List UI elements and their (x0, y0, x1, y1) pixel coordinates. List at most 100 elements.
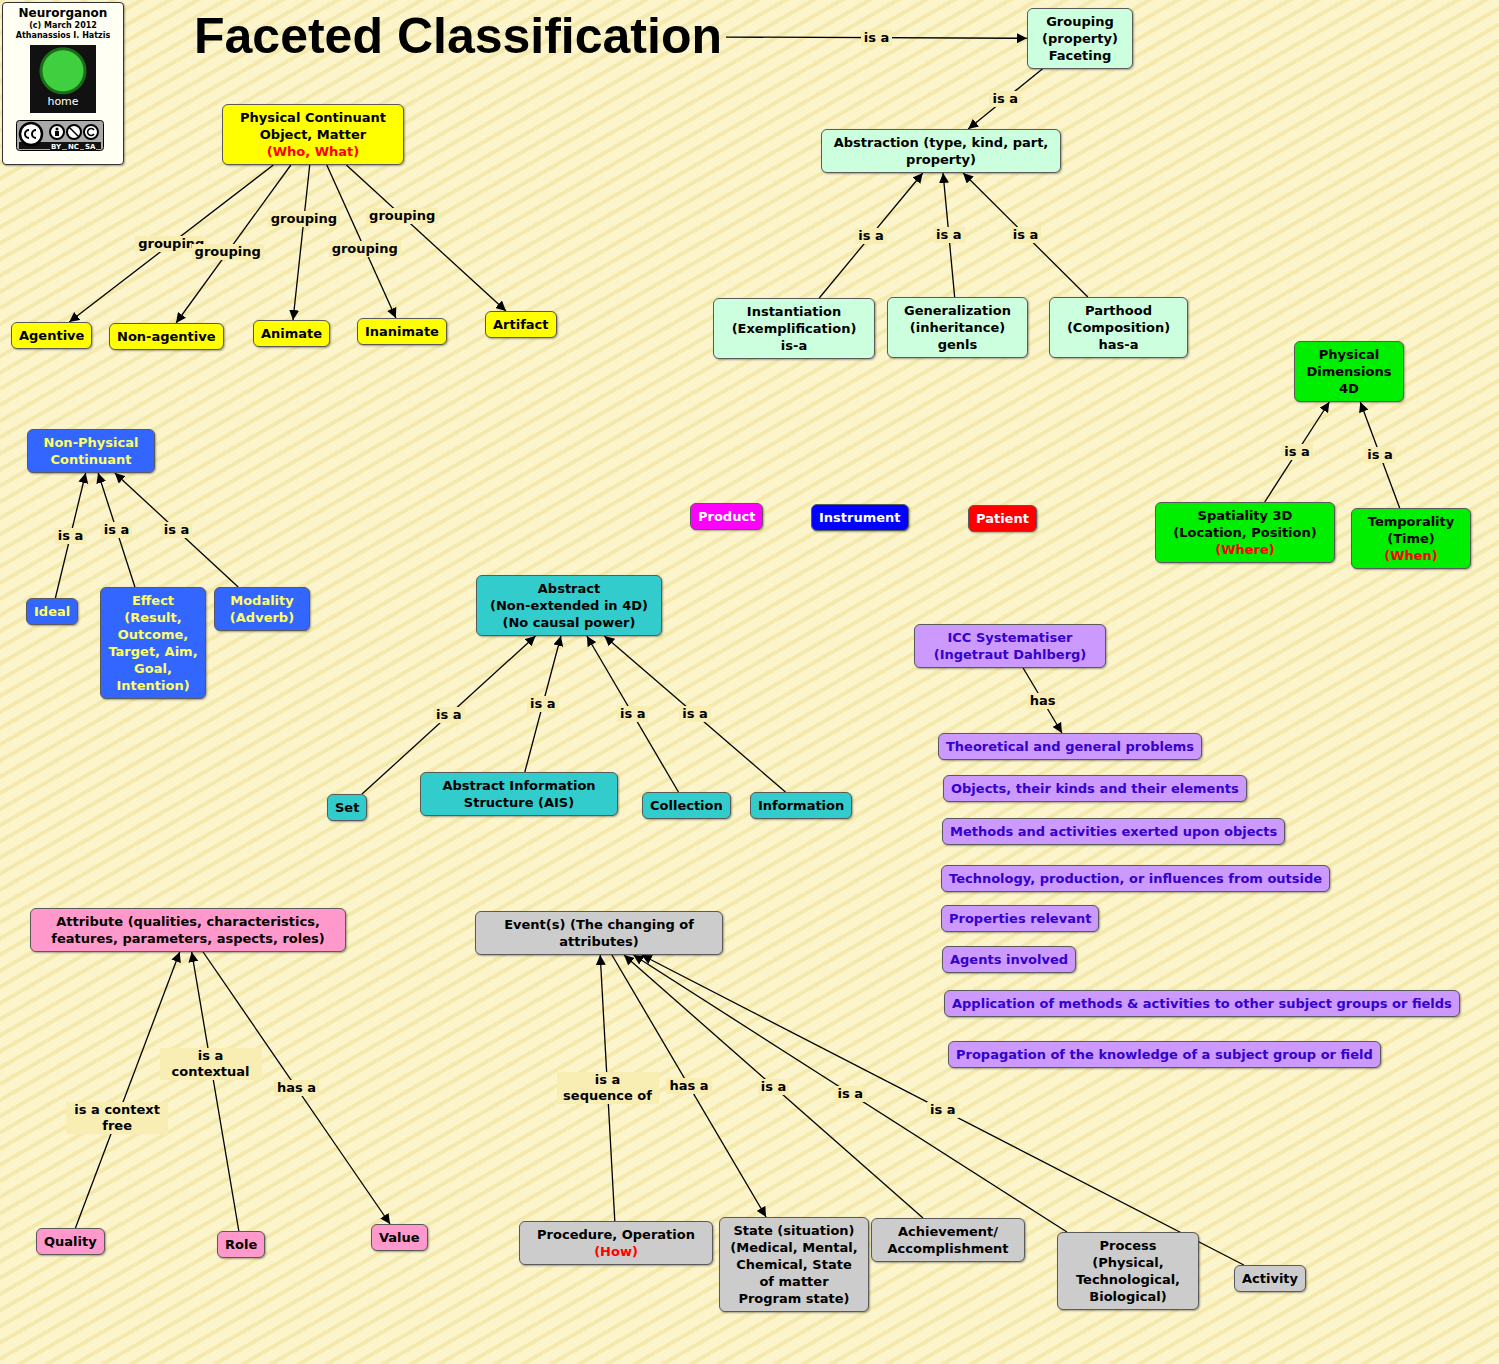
nonphysical-box: Effect (Result, Outcome, Target, Aim, Go… (100, 587, 206, 699)
facet-box: Properties relevant (941, 905, 1099, 932)
edge-label: is a (101, 522, 133, 538)
edge-label: is a (861, 30, 893, 46)
node-text: Artifact (493, 316, 549, 333)
facet-box: Technology, production, or influences fr… (941, 865, 1330, 892)
node-text: Effect (Result, Outcome, Target, Aim, Go… (108, 592, 198, 694)
attribute-box: Role (217, 1231, 265, 1258)
connector-arrow (525, 636, 561, 772)
edge-label: is a (527, 696, 559, 712)
node-text: Temporality (Time) (1359, 513, 1463, 547)
node-text: Procedure, Operation (527, 1226, 705, 1243)
node-text: Collection (650, 797, 723, 814)
connector-arrow (293, 165, 310, 320)
abstract-box: Collection (642, 792, 731, 819)
facet-box: Objects, their kinds and their elements (943, 775, 1247, 802)
node-text: Propagation of the knowledge of a subjec… (956, 1046, 1373, 1063)
node-text: Instantiation (Exemplification) is-a (721, 303, 867, 354)
node-text: Abstraction (type, kind, part, property) (829, 134, 1053, 168)
cc-mark (25, 130, 36, 138)
event-box: Activity (1234, 1265, 1306, 1292)
edge-label: has a (666, 1078, 711, 1094)
abstraction-box: Parthood (Composition) has-a (1049, 297, 1188, 358)
connector-arrow (968, 69, 1042, 129)
connector-arrow (115, 473, 238, 587)
edge-label: is a (855, 228, 887, 244)
facet-box: Theoretical and general problems (938, 733, 1202, 760)
connector-arrow (203, 952, 390, 1224)
attribute-box: Attribute (qualities, characteristics, f… (30, 908, 346, 952)
facet-box: ICC Systematiser (Ingetraut Dahlberg) (914, 624, 1106, 668)
node-text: Quality (44, 1233, 97, 1250)
node-text: Value (379, 1229, 420, 1246)
edge-label: is a context free (66, 1102, 168, 1134)
node-text: Physical Continuant Object, Matter (230, 109, 396, 143)
title-heading: Faceted Classification (190, 6, 726, 66)
connector-arrow (633, 955, 1067, 1232)
node-text: Application of methods & activities to o… (952, 995, 1452, 1012)
node-text: Theoretical and general problems (946, 738, 1194, 755)
node-text: Event(s) (The changing of attributes) (483, 916, 715, 950)
node-text: Methods and activities exerted upon obje… (950, 823, 1277, 840)
node-text: Modality (Adverb) (222, 592, 302, 626)
license-tag: BY (50, 143, 62, 151)
edge-label: is a sequence of (557, 1072, 659, 1104)
node-text: Parthood (Composition) has-a (1057, 302, 1180, 353)
role-box: Product (690, 503, 763, 530)
node-text: Ideal (34, 603, 70, 620)
node-text: Objects, their kinds and their elements (951, 780, 1239, 797)
edge-label: is a (1281, 444, 1313, 460)
node-text: Inanimate (365, 323, 439, 340)
node-text: Achievement/ Accomplishment (879, 1223, 1017, 1257)
node-subtitle: (How) (527, 1243, 705, 1260)
connector-arrow (819, 173, 923, 298)
node-subtitle: (When) (1359, 547, 1463, 564)
abstraction-box: Instantiation (Exemplification) is-a (713, 298, 875, 359)
event-box: Process (Physical, Technological, Biolog… (1057, 1232, 1199, 1310)
edge-label: is a (161, 522, 193, 538)
event-box: Procedure, Operation(How) (519, 1221, 713, 1265)
node-text: Athanassios I. Hatzis (7, 31, 119, 41)
connector-arrow (362, 636, 535, 794)
node-text: Instrument (819, 509, 901, 526)
node-text: Non-Physical Continuant (35, 434, 147, 468)
by-icon (50, 125, 64, 139)
attribute-box: Quality (36, 1228, 105, 1255)
edge-label: is a (1364, 447, 1396, 463)
nonphysical-box: Non-Physical Continuant (27, 429, 155, 473)
connector-arrow (1023, 668, 1062, 733)
node-text: Information (758, 797, 844, 814)
event-box: State (situation) (Medical, Mental, Chem… (719, 1217, 869, 1312)
edge-label: is a (679, 706, 711, 722)
facet-box: Propagation of the knowledge of a subjec… (948, 1041, 1381, 1068)
badge-frame (17, 121, 104, 151)
node-text: Properties relevant (949, 910, 1091, 927)
node-subtitle: (Who, What) (230, 143, 396, 160)
node-text: Agentive (19, 327, 84, 344)
edge-label: has a (274, 1080, 319, 1096)
event-box: Achievement/ Accomplishment (871, 1218, 1025, 1262)
edge-label: is a (758, 1079, 790, 1095)
continuant-box: Non-agentive (109, 323, 224, 350)
license-tag: SA (84, 143, 96, 151)
node-text: State (situation) (Medical, Mental, Chem… (727, 1222, 861, 1307)
dimension-box: Temporality (Time)(When) (1351, 508, 1471, 569)
edge-label: has (1027, 693, 1059, 709)
edge-label: is a (1010, 227, 1042, 243)
node-text: home (30, 45, 96, 113)
node-text: Animate (261, 325, 322, 342)
node-text: Grouping (property) Faceting (1035, 13, 1125, 64)
nc-mark (69, 127, 79, 137)
node-text: Process (Physical, Technological, Biolog… (1065, 1237, 1191, 1305)
connector-arrow (98, 473, 135, 587)
edge-label: grouping (268, 211, 340, 227)
node-text: Technology, production, or influences fr… (949, 870, 1322, 887)
connector-arrow (587, 636, 679, 792)
continuant-box: Animate (253, 320, 330, 347)
node-text: Abstract (Non-extended in 4D) (No causal… (484, 580, 654, 631)
attribute-box: Value (371, 1224, 428, 1251)
edge-label: is a (834, 1086, 866, 1102)
node-text: Abstract Information Structure (AIS) (428, 777, 610, 811)
continuant-box: Inanimate (357, 318, 447, 345)
